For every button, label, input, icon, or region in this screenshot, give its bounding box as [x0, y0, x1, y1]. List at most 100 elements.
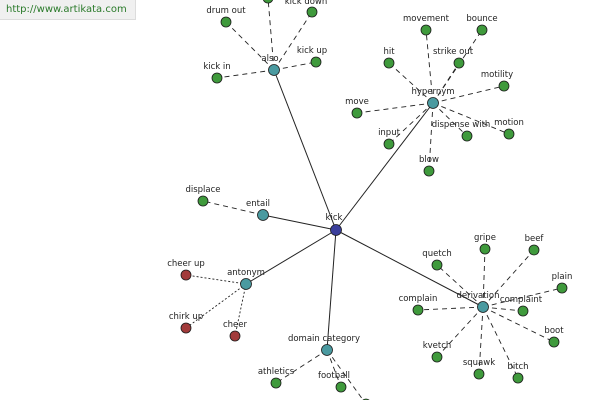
node-marker[interactable]: [268, 64, 280, 76]
node-hypernym[interactable]: hypernym: [411, 87, 455, 109]
node-marker[interactable]: [498, 80, 510, 92]
node-drum-out[interactable]: drum out: [206, 6, 246, 28]
node-marker[interactable]: [211, 72, 223, 84]
node-kick[interactable]: kick: [326, 213, 343, 236]
node-quetch[interactable]: quetch: [422, 249, 452, 271]
edge-hypernym-movement: [425, 29, 434, 104]
node-football[interactable]: football: [318, 371, 350, 393]
node-label: athletics: [258, 367, 295, 377]
node-label: kick: [326, 213, 343, 223]
node-strike-out[interactable]: strike out: [433, 47, 474, 69]
node-displace[interactable]: displace: [185, 185, 221, 207]
node-input[interactable]: input: [378, 128, 401, 150]
node-derivation[interactable]: derivation: [456, 291, 500, 313]
node-marker[interactable]: [512, 372, 524, 384]
node-label: antonym: [227, 268, 265, 278]
node-marker[interactable]: [476, 24, 488, 36]
node-move[interactable]: move: [345, 97, 369, 119]
node-marker[interactable]: [453, 57, 465, 69]
node-marker[interactable]: [306, 6, 318, 18]
node-chirk-up[interactable]: chirk up: [169, 312, 203, 334]
node-marker[interactable]: [257, 209, 269, 221]
node-movement[interactable]: movement: [403, 14, 450, 36]
edge-kick-derivation: [335, 229, 484, 308]
node-marker[interactable]: [517, 305, 529, 317]
node-label: movement: [403, 14, 450, 24]
node-kvetch[interactable]: kvetch: [423, 341, 452, 363]
edge-kick-also: [273, 69, 337, 231]
node-also[interactable]: also: [261, 54, 280, 76]
node-label: move: [345, 97, 369, 107]
edge-domain_category-football: [326, 349, 342, 388]
node-kick-up[interactable]: kick up: [297, 46, 327, 68]
node-marker[interactable]: [229, 330, 241, 342]
node-marker[interactable]: [310, 56, 322, 68]
node-label: bounce: [466, 14, 497, 24]
node-complain[interactable]: complain: [399, 294, 438, 316]
node-marker[interactable]: [330, 224, 342, 236]
node-motion[interactable]: motion: [494, 118, 524, 140]
node-marker[interactable]: [383, 57, 395, 69]
node-bounce[interactable]: bounce: [466, 14, 498, 36]
node-marker[interactable]: [427, 97, 439, 109]
edge-antonym-chirk_up: [185, 283, 247, 329]
node-marker[interactable]: [479, 243, 491, 255]
node-marker[interactable]: [220, 16, 232, 28]
node-kick-in[interactable]: kick in: [203, 62, 231, 84]
node-marker[interactable]: [335, 381, 347, 393]
node-label: blow: [419, 155, 439, 165]
node-label: dispense with: [432, 120, 491, 130]
node-marker[interactable]: [240, 278, 252, 290]
node-cheer[interactable]: cheer: [223, 320, 248, 342]
node-marker[interactable]: [548, 336, 560, 348]
node-marker[interactable]: [351, 107, 363, 119]
node-label: derivation: [456, 291, 499, 301]
node-entail[interactable]: entail: [246, 199, 270, 221]
node-plain[interactable]: plain: [552, 272, 573, 294]
edge-also-drum_out: [225, 21, 275, 71]
node-label: squawk: [463, 358, 495, 368]
node-antonym[interactable]: antonym: [227, 268, 265, 290]
node-marker[interactable]: [412, 304, 424, 316]
node-label: hypernym: [411, 87, 454, 97]
edge-entail-displace: [202, 200, 264, 216]
edge-derivation-gripe: [482, 248, 486, 308]
node-marker[interactable]: [180, 322, 192, 334]
node-complaint[interactable]: complaint: [500, 295, 543, 317]
node-hit[interactable]: hit: [383, 47, 395, 69]
node-label: kick up: [297, 46, 327, 56]
node-beef[interactable]: beef: [525, 234, 545, 256]
node-blow[interactable]: blow: [419, 155, 439, 177]
node-marker[interactable]: [556, 282, 568, 294]
node-marker[interactable]: [321, 344, 333, 356]
node-motility[interactable]: motility: [481, 70, 513, 92]
edge-derivation-complain: [417, 306, 484, 311]
node-marker[interactable]: [431, 259, 443, 271]
node-marker[interactable]: [420, 24, 432, 36]
node-marker[interactable]: [180, 269, 192, 281]
node-marker[interactable]: [503, 128, 515, 140]
node-kick-down[interactable]: kick down: [285, 0, 328, 18]
node-athletics[interactable]: athletics: [258, 367, 295, 389]
node-marker[interactable]: [383, 138, 395, 150]
node-dispense-with[interactable]: dispense with: [432, 120, 491, 142]
node-marker[interactable]: [270, 377, 282, 389]
node-marker[interactable]: [477, 301, 489, 313]
node-squawk[interactable]: squawk: [463, 358, 495, 380]
site-watermark[interactable]: http://www.artikata.com: [0, 0, 136, 20]
node-marker[interactable]: [461, 130, 473, 142]
node-marker[interactable]: [262, 0, 274, 4]
node-marker[interactable]: [528, 244, 540, 256]
edge-kick-entail: [262, 214, 337, 231]
node-domain-category[interactable]: domain category: [288, 334, 360, 356]
node-also-top[interactable]: [262, 0, 274, 4]
node-gripe[interactable]: gripe: [474, 233, 496, 255]
node-label: football: [318, 371, 350, 381]
node-marker[interactable]: [197, 195, 209, 207]
node-marker[interactable]: [423, 165, 435, 177]
node-cheer-up[interactable]: cheer up: [167, 259, 205, 281]
node-boot[interactable]: boot: [544, 326, 564, 348]
node-marker[interactable]: [473, 368, 485, 380]
node-marker[interactable]: [431, 351, 443, 363]
node-bitch[interactable]: bitch: [507, 362, 529, 384]
